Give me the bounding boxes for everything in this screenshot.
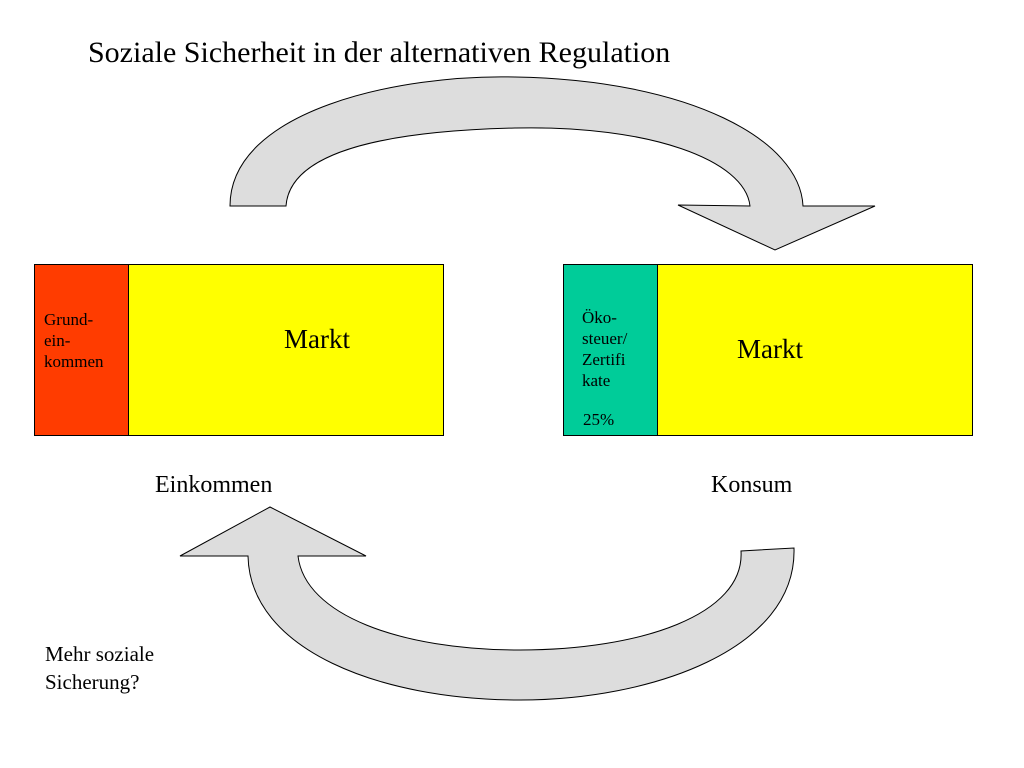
oekosteuer-label: Öko- steuer/ Zertifi kate — [582, 308, 628, 390]
markt-consumption-label: Markt — [737, 334, 803, 364]
markt-income-block — [128, 264, 444, 436]
slide-title: Soziale Sicherheit in der alternativen R… — [88, 36, 671, 69]
bottom-curved-arrow — [179, 506, 795, 701]
einkommen-caption: Einkommen — [155, 472, 273, 498]
social-security-question: Mehr soziale Sicherung? — [45, 642, 155, 694]
oekosteuer-percentage: 25% — [583, 410, 615, 429]
grundeinkommen-block — [34, 264, 129, 436]
top-curved-arrow — [229, 76, 876, 251]
markt-consumption-block — [657, 264, 973, 436]
konsum-caption: Konsum — [711, 472, 793, 498]
grundeinkommen-label: Grund- ein- kommen — [44, 310, 104, 371]
oekosteuer-block — [563, 264, 658, 436]
markt-income-label: Markt — [284, 324, 350, 354]
